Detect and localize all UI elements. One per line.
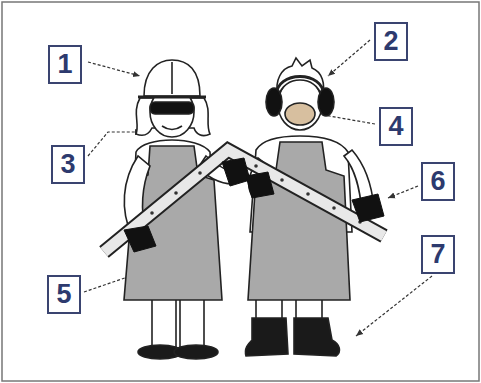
callout-number: 6 [430, 168, 445, 195]
callout-number: 4 [388, 113, 403, 140]
callout-box: 3 [51, 145, 85, 184]
woman-figure [124, 60, 236, 359]
callout-box: 1 [48, 45, 82, 84]
callout-number: 3 [60, 151, 75, 178]
callout-box: 6 [421, 162, 455, 201]
callout-box: 2 [374, 22, 408, 61]
callout-box: 4 [379, 107, 413, 146]
callout-box: 5 [47, 275, 81, 314]
leader-lines [84, 40, 432, 336]
gloves [124, 158, 384, 252]
callout-number: 7 [430, 241, 445, 268]
callout-number: 1 [57, 51, 72, 78]
callout-box: 7 [421, 235, 455, 274]
angle-rail [104, 150, 384, 252]
callout-number: 2 [383, 28, 398, 55]
callout-number: 5 [56, 281, 71, 308]
